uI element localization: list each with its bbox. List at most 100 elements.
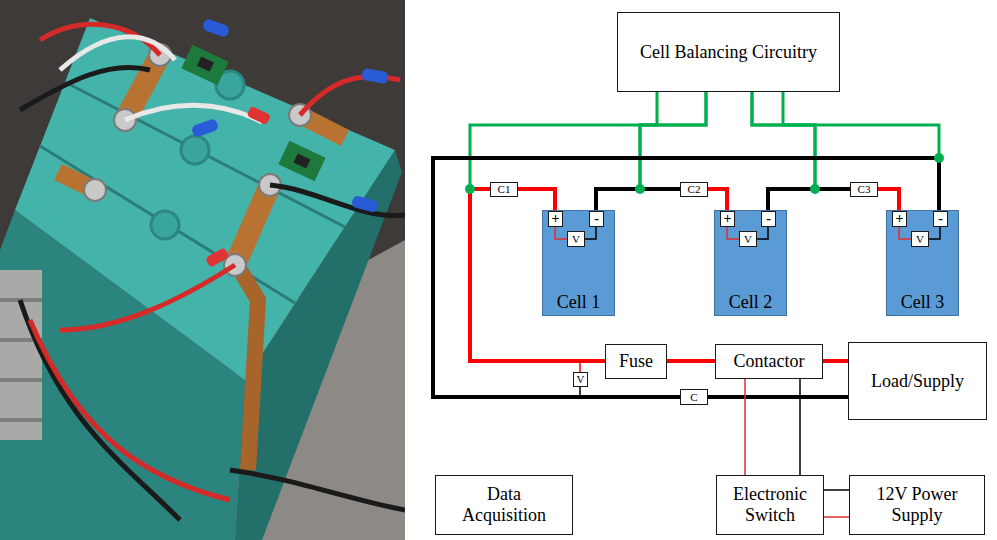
copper-busbar [235,185,270,265]
wire-connector [667,359,715,363]
negative-terminal: - [589,211,604,227]
cell-top-face [15,18,395,380]
node-label: V [744,234,752,245]
cell-voltage-sensor: V [739,231,757,247]
node-label: + [724,212,732,226]
current-sensor-box: C1 [490,182,518,197]
blue-crimp [202,18,231,38]
data-acquisition-box: Data Acquisition [435,475,573,535]
node-label: V [572,234,580,245]
balancing-box: Cell Balancing Circuitry [617,12,840,92]
battery-photo [0,0,405,540]
negative-terminal: - [761,211,776,227]
black-wire [230,470,405,510]
cell-divider [65,82,345,227]
wire-connector [878,189,899,211]
negative-terminal: - [933,211,948,227]
wire-connector [708,189,727,211]
white-wire [60,37,175,70]
terminal-bolt [84,179,106,201]
junction-dot [465,184,475,194]
wire-connector [518,189,555,211]
cell-voltage-sensor: V [567,231,585,247]
wire-connector [744,379,746,476]
red-crimp [205,247,230,268]
cell-vent [151,211,179,239]
battery-cell: Cell 2 + - V [714,210,787,316]
black-wire [270,185,405,216]
junction-dot [810,184,820,194]
node-label: Cell 3 [901,292,945,313]
wire-connector [824,489,849,491]
wire-connector [824,516,849,518]
node-label: Data Acquisition [449,484,559,525]
node-label: Cell 2 [729,292,773,313]
node-label: V [916,234,924,245]
wire-connector [708,395,848,399]
white-wire [125,105,262,122]
bracket-rib [0,418,42,422]
cell-divider [40,146,295,303]
cell-voltage-sensor: V [911,231,929,247]
wire-connector [752,92,850,189]
wire-connector [929,227,940,240]
sensor-pcb [278,141,325,181]
copper-strap [240,270,258,470]
junction-dot [934,153,944,163]
wire-connector [640,92,706,189]
wire-connector [580,387,680,397]
pack-current-sensor: C [680,389,708,405]
positive-terminal: + [548,211,563,227]
wire-connector [596,92,706,211]
current-sensor-box: C3 [850,182,878,197]
load-supply-box: Load/Supply [848,342,987,420]
power-supply-box: 12V Power Supply [849,475,985,535]
node-label: Electronic Switch [724,484,816,525]
node-label: Load/Supply [871,371,964,392]
node-label: C [690,392,697,403]
sensor-chip [294,154,311,169]
node-label: - [938,212,943,226]
battery-cell: Cell 1+-V [542,210,615,316]
sensor-chip [197,57,214,72]
blue-crimp [191,118,220,138]
wire-connector [470,92,657,189]
red-crimp [246,106,271,125]
node-label: - [766,212,771,226]
bracket-rib [0,378,42,382]
wire-connector [727,227,739,240]
positive-terminal: + [892,211,907,227]
photo-background [0,0,405,540]
positive-terminal: + [720,211,735,227]
mounting-bracket [0,270,42,440]
node-label: 12V Power Supply [861,484,973,525]
blue-crimp [361,68,389,84]
current-sensor-box: C2 [680,182,708,197]
node-label: V [577,374,585,385]
red-wire [60,265,235,330]
red-wire [30,320,230,500]
cell-vent [181,136,209,164]
node-label: Fuse [619,351,653,372]
pack-voltage-sensor: V [573,372,588,387]
wire-connector [899,227,911,240]
black-wire [20,300,180,520]
wire-connector [768,189,850,211]
node-label: Cell Balancing Circuitry [640,42,817,63]
black-wire [20,67,150,110]
node-label: C2 [688,184,701,195]
node-label: Contactor [734,351,805,372]
node-label: C1 [498,184,511,195]
wire-connector [757,227,768,240]
node-label: + [552,212,560,226]
node-label: - [594,212,599,226]
fuse-box: Fuse [605,344,667,379]
wire-connector [823,359,848,363]
wire-connector [799,379,801,476]
junction-dot [635,184,645,194]
node-label: C3 [858,184,871,195]
